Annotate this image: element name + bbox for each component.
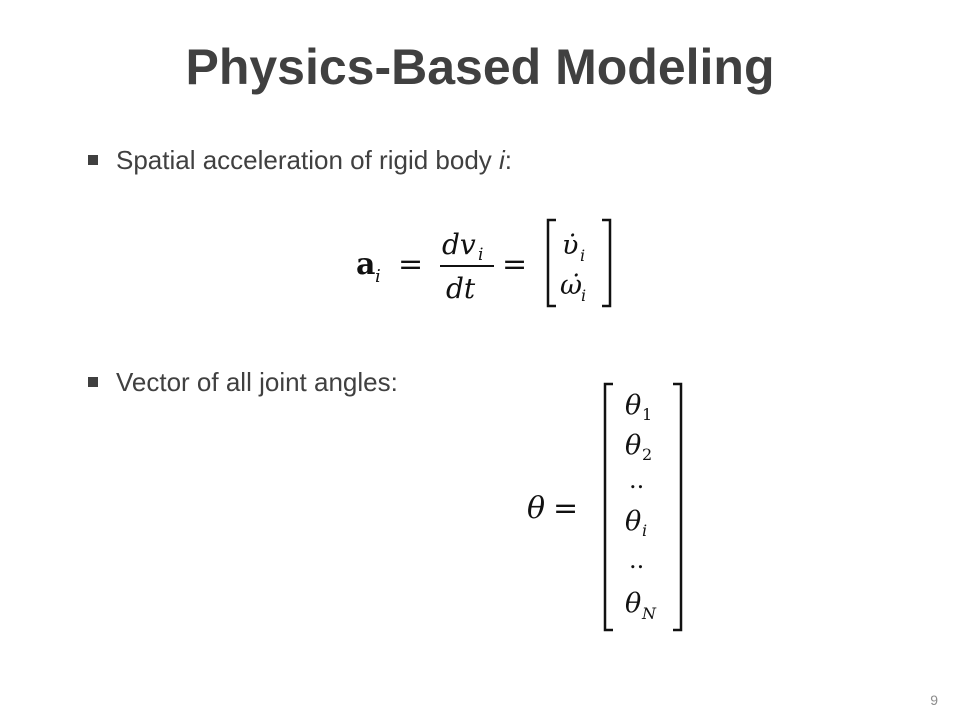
bullet-suffix: : <box>504 145 513 175</box>
bullet-joint-angles: Vector of all joint angles: <box>88 367 398 398</box>
eq2-vec-entry-4: θ <box>625 506 641 537</box>
eq1-right-bracket <box>602 218 612 308</box>
eq2-vec-entry-ellipsis-1: .. <box>629 466 644 494</box>
eq2-vec-entry-6-sub: N <box>641 604 657 623</box>
bullet-text: Spatial acceleration of rigid body <box>116 145 500 175</box>
eq2-vec-entry-ellipsis-2: .. <box>629 546 644 574</box>
eq2-vec-entry-1: θ <box>625 390 641 421</box>
slide-title: Physics-Based Modeling <box>185 39 775 95</box>
eq1-lhs: a <box>356 247 375 282</box>
equation-acceleration: a i = dv i dt = υ̇ i ω̇ i <box>356 218 612 308</box>
eq2-equals: = <box>553 491 578 526</box>
eq2-right-bracket <box>673 382 683 632</box>
eq2-vec-entry-6: θ <box>625 588 641 619</box>
eq1-lhs-sub: i <box>375 266 381 287</box>
bullet-square-icon <box>88 155 98 166</box>
eq1-denominator: dt <box>446 272 476 305</box>
eq2-vec-entry-2: θ <box>625 430 641 461</box>
eq1-vec-entry-2-sub: i <box>581 286 586 305</box>
eq1-equals-2: = <box>502 247 527 282</box>
eq2-vec-entry-1-sub: 1 <box>642 405 652 424</box>
eq1-equals-1: = <box>398 247 423 282</box>
eq1-vec-entry-1-sub: i <box>580 246 585 265</box>
eq2-vec-entry-4-sub: i <box>642 521 647 540</box>
eq2-vec-entry-2-sub: 2 <box>642 445 652 464</box>
bullet-square-icon <box>88 377 98 388</box>
eq1-numerator: dv <box>442 228 476 261</box>
eq1-numerator-sub: i <box>478 245 483 265</box>
page-number: 9 <box>930 692 938 708</box>
eq1-vec-entry-2: ω̇ <box>560 270 582 301</box>
bullet-text: Vector of all joint angles: <box>116 367 398 397</box>
bullet-spatial-acceleration: Spatial acceleration of rigid body i: <box>88 145 512 176</box>
eq2-lhs: θ <box>527 491 545 526</box>
equation-joint-angles: θ = θ 1 θ 2 .. θ i .. θ N <box>527 382 683 632</box>
eq2-left-bracket <box>603 382 613 632</box>
eq1-left-bracket <box>546 218 556 308</box>
eq1-vec-entry-1: υ̇ <box>562 230 578 261</box>
bullet-italic-var: i <box>499 145 505 175</box>
